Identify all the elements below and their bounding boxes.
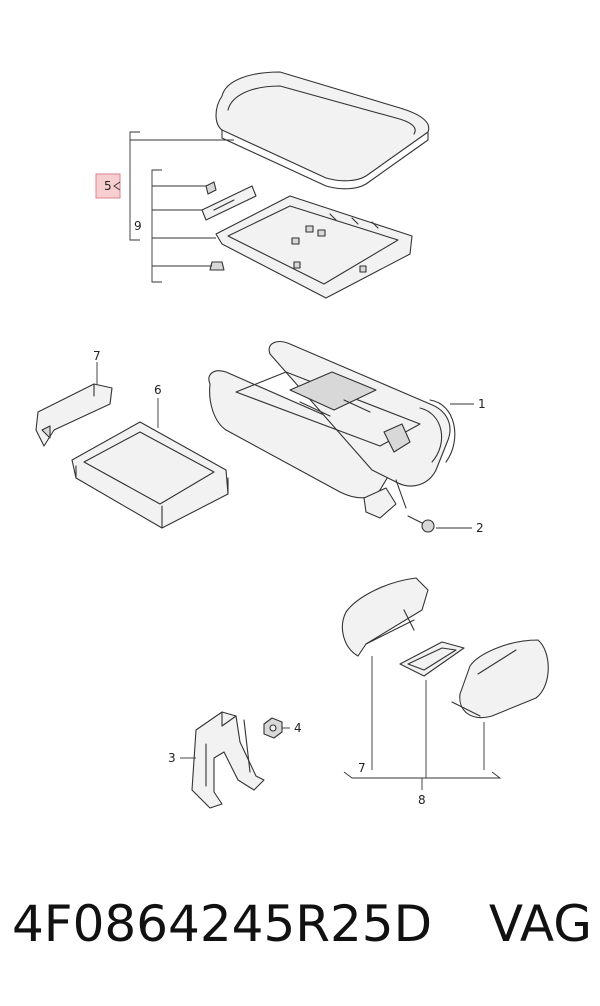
leaders-7-8 [343,656,502,790]
callout-1: 1 [478,397,486,411]
lid-cover [215,71,430,182]
callout-7-bottom: 7 [358,761,366,775]
callout-5-highlight [95,173,121,199]
armrest-lid-assembly [201,71,430,299]
brand-name: VAG [488,895,592,953]
nut-4 [263,717,283,739]
footer: 4F0864245R25D VAG [12,895,592,975]
part-number: 4F0864245R25D [12,895,433,953]
console-housing [208,341,456,519]
clip-part [205,181,217,195]
callout-8: 8 [418,793,426,807]
cover-left [341,577,429,657]
screw-part [209,261,225,271]
callout-9: 9 [134,219,142,233]
callout-3: 3 [168,751,176,765]
bracket-3 [191,711,265,809]
callout-4: 4 [294,721,302,735]
tray-insert-6 [71,421,229,529]
cover-right [451,639,549,718]
screw-2 [407,515,435,533]
leaders-5-9 [129,131,234,283]
clip-7-top [35,383,113,447]
lid-frame [215,195,413,299]
callout-6: 6 [154,383,162,397]
cover-pad [399,641,465,677]
callout-2: 2 [476,521,484,535]
callout-7-top: 7 [93,349,101,363]
callout-5: 5 [104,179,112,193]
